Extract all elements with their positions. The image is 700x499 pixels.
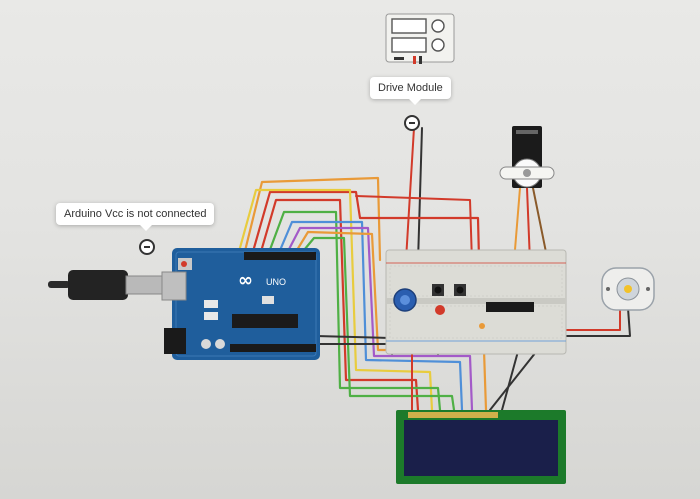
arduino-logo: ∞: [238, 270, 253, 291]
wire-green-1: [266, 210, 442, 412]
wire-black-3: [489, 351, 537, 411]
potentiometer-icon[interactable]: [393, 288, 417, 312]
usb-cable-icon: [48, 270, 163, 300]
wire-red-3: [355, 195, 473, 263]
tooltip-arduino-vcc: Arduino Vcc is not connected: [56, 203, 215, 231]
wire-blue-1: [276, 220, 464, 412]
lcd-display[interactable]: [396, 410, 566, 484]
wire-motor-black: [559, 307, 631, 337]
arduino-board[interactable]: [161, 248, 320, 360]
pushbutton-icon[interactable]: [432, 284, 466, 296]
dc-motor-icon[interactable]: [601, 267, 655, 311]
led-icon: [435, 305, 485, 329]
tooltip-drive-text: Drive Module: [378, 82, 443, 94]
wire-drive-red: [405, 127, 415, 261]
wire-purple-1: [284, 226, 474, 412]
minus-icon-arduino[interactable]: [139, 239, 155, 255]
tooltip-drive-module: Drive Module: [370, 77, 451, 105]
wire-red-2: [258, 198, 420, 412]
minus-icon-drive[interactable]: [404, 115, 420, 131]
wire-orange-2: [292, 230, 488, 412]
wire-red-1: [250, 190, 482, 302]
arduino-model-label: UNO: [266, 277, 286, 287]
breadboard[interactable]: [385, 249, 567, 355]
wire-motor-red: [559, 307, 621, 331]
wire-black-4: [501, 343, 521, 411]
tooltip-arduino-text: Arduino Vcc is not connected: [64, 208, 207, 220]
wire-green-2: [298, 236, 456, 412]
wire-yellow-1: [236, 188, 434, 412]
drive-module[interactable]: [385, 13, 455, 64]
servo-icon[interactable]: [499, 126, 555, 188]
wire-drive-black: [417, 127, 423, 263]
ic-chip: [486, 302, 534, 312]
